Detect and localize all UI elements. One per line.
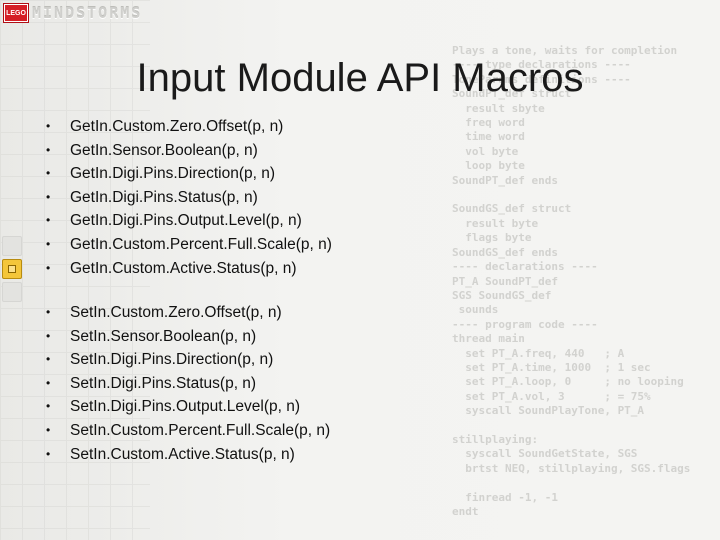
bullet-icon: •	[46, 328, 51, 343]
macro-text: SetIn.Digi.Pins.Output.Level(p, n)	[70, 398, 301, 416]
set-macro-item: • SetIn.Digi.Pins.Output.Level(p, n)	[46, 395, 330, 419]
set-macros-list: • SetIn.Custom.Zero.Offset(p, n) • SetIn.Se…	[46, 301, 330, 466]
background-grid	[0, 0, 150, 540]
macro-text: GetIn.Custom.Zero.Offset(p, n)	[70, 118, 284, 135]
macro-text: GetIn.Digi.Pins.Status(p, n)	[70, 188, 258, 206]
get-macros-list: • GetIn.Custom.Zero.Offset(p, n) • GetIn.Se…	[46, 115, 332, 280]
bullet-icon: •	[46, 352, 51, 367]
brand-logo: LEGO MINDSTORMS	[4, 3, 142, 23]
bullet-icon: •	[46, 213, 51, 228]
bullet-icon: •	[46, 422, 51, 437]
set-macro-item: • SetIn.Sensor.Boolean(p, n)	[46, 325, 330, 349]
decorative-cubes	[2, 236, 28, 305]
slide-title: Input Module API Macros	[136, 56, 584, 100]
set-macro-item: • SetIn.Custom.Active.Status(p, n)	[46, 443, 330, 467]
lego-logo: LEGO	[4, 4, 28, 22]
decorative-code-background: Plays a tone, waits for completion ---- …	[452, 44, 691, 518]
macro-text: GetIn.Custom.Percent.Full.Scale(p, n)	[70, 235, 332, 253]
get-macro-item: • GetIn.Custom.Zero.Offset(p, n)	[46, 115, 332, 139]
bullet-icon: •	[46, 305, 51, 319]
bullet-icon: •	[46, 446, 51, 461]
get-macro-item: • GetIn.Digi.Pins.Output.Level(p, n)	[46, 209, 332, 233]
mindstorms-wordmark: MINDSTORMS	[32, 4, 143, 22]
macro-text: SetIn.Digi.Pins.Status(p, n)	[70, 374, 257, 392]
get-macro-item: • GetIn.Digi.Pins.Direction(p, n)	[46, 162, 332, 186]
get-macro-item: • GetIn.Custom.Percent.Full.Scale(p, n)	[46, 233, 332, 257]
set-macro-item: • SetIn.Custom.Zero.Offset(p, n)	[46, 301, 330, 325]
macro-text: SetIn.Digi.Pins.Direction(p, n)	[70, 351, 274, 369]
get-macro-item: • GetIn.Digi.Pins.Status(p, n)	[46, 186, 332, 210]
bullet-icon: •	[46, 142, 51, 157]
get-macro-item: • GetIn.Custom.Active.Status(p, n)	[46, 257, 332, 281]
set-macro-item: • SetIn.Custom.Percent.Full.Scale(p, n)	[46, 419, 330, 443]
bullet-icon: •	[46, 166, 51, 181]
macro-text: GetIn.Digi.Pins.Direction(p, n)	[70, 165, 276, 183]
bullet-icon: •	[46, 189, 51, 204]
cube-icon	[2, 236, 22, 256]
block-icon	[2, 259, 22, 279]
macro-text: GetIn.Digi.Pins.Output.Level(p, n)	[70, 212, 302, 230]
bullet-icon: •	[46, 260, 51, 275]
macro-text: SetIn.Sensor.Boolean(p, n)	[70, 327, 257, 345]
bullet-icon: •	[46, 119, 51, 133]
bullet-icon: •	[46, 375, 51, 390]
set-macro-item: • SetIn.Digi.Pins.Status(p, n)	[46, 372, 330, 396]
macro-text: GetIn.Custom.Active.Status(p, n)	[70, 259, 297, 277]
bullet-icon: •	[46, 399, 51, 414]
cube-icon	[2, 282, 22, 302]
macro-text: SetIn.Custom.Zero.Offset(p, n)	[70, 304, 282, 321]
bullet-icon: •	[46, 236, 51, 251]
macro-text: SetIn.Custom.Active.Status(p, n)	[70, 445, 295, 463]
macro-text: SetIn.Custom.Percent.Full.Scale(p, n)	[70, 421, 331, 439]
set-macro-item: • SetIn.Digi.Pins.Direction(p, n)	[46, 348, 330, 372]
macro-text: GetIn.Sensor.Boolean(p, n)	[70, 141, 258, 159]
get-macro-item: • GetIn.Sensor.Boolean(p, n)	[46, 139, 332, 163]
